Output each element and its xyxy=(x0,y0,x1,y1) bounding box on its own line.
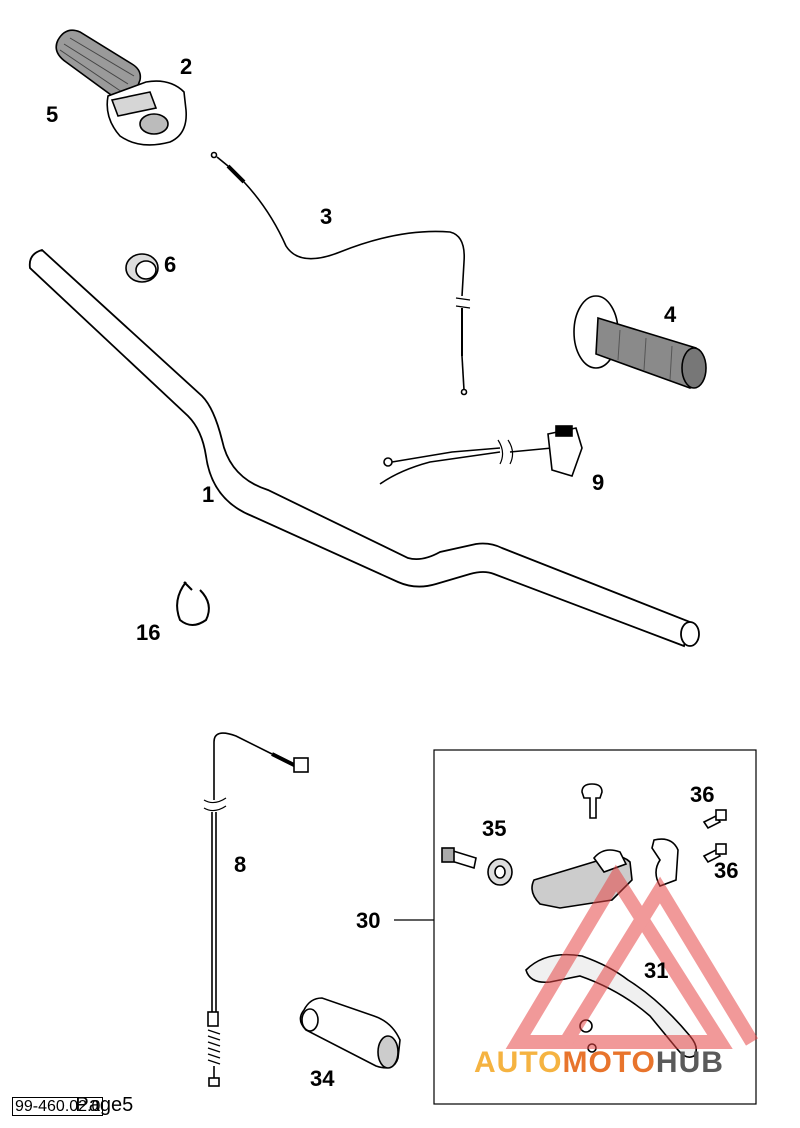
boot-part xyxy=(299,997,401,1069)
label-part-34: 34 xyxy=(310,1066,335,1091)
label-part-35: 35 xyxy=(482,816,507,841)
label-part-16: 16 xyxy=(136,620,161,645)
kill-switch xyxy=(379,425,583,485)
document-code: 99-460.02.0 xyxy=(12,1097,104,1116)
label-part-3: 3 xyxy=(320,204,333,229)
label-part-4: 4 xyxy=(664,302,677,327)
label-part-9: 9 xyxy=(592,470,605,495)
watermark-hub: HUB xyxy=(655,1046,724,1079)
grip-part xyxy=(573,295,707,389)
watermark-logo xyxy=(505,864,758,1049)
throttle-grip-assembly xyxy=(55,29,187,146)
watermark-auto: AUTO xyxy=(474,1046,563,1079)
label-part-6: 6 xyxy=(164,252,177,277)
label-part-8: 8 xyxy=(234,852,247,877)
handlebar xyxy=(28,248,700,648)
watermark-text: AUTOMOTOHUB xyxy=(474,1046,724,1080)
footer: 99-460.02.0Page5 xyxy=(12,1094,133,1117)
clutch-cable xyxy=(203,732,309,1087)
label-part-2: 2 xyxy=(180,54,193,79)
label-part-30: 30 xyxy=(356,908,381,933)
label-part-36-bottom: 36 xyxy=(714,858,739,883)
label-part-36-top: 36 xyxy=(690,782,715,807)
clamp-part xyxy=(176,581,210,626)
label-part-1: 1 xyxy=(202,482,215,507)
page-number: Page5 xyxy=(75,1094,134,1116)
label-part-31: 31 xyxy=(644,958,669,983)
label-part-5: 5 xyxy=(46,102,59,127)
throttle-cable xyxy=(210,151,471,396)
watermark-moto: MOTO xyxy=(562,1046,656,1079)
lever-assembly-frame xyxy=(394,749,757,1105)
ring-part xyxy=(125,253,159,283)
